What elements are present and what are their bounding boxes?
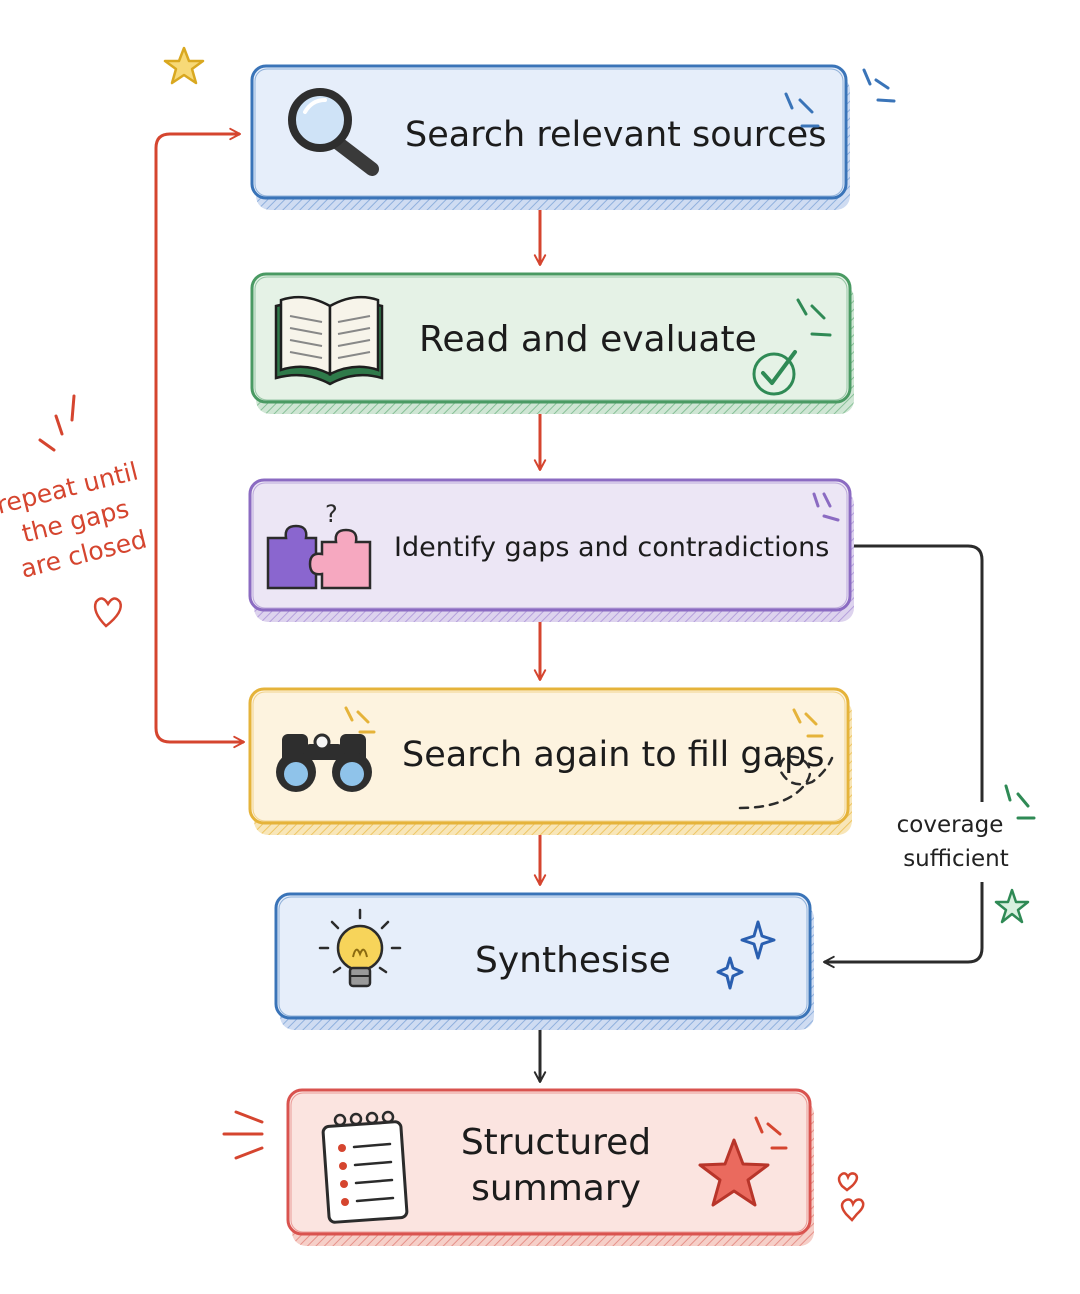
hearts-doodle-icon xyxy=(837,1172,865,1222)
step-synthesise: Synthesise xyxy=(274,892,814,1030)
step-read-and-evaluate: Read and evaluate xyxy=(250,272,854,414)
coverage-note-line2: sufficient xyxy=(903,846,1009,872)
magnifier-icon xyxy=(288,88,379,176)
step-synthesise-label: Synthesise xyxy=(475,940,671,981)
open-book-icon xyxy=(274,295,384,386)
loop-back-connector xyxy=(154,127,245,749)
accent-marks-icon xyxy=(754,1116,788,1150)
step-search-again-label: Search again to fill gaps xyxy=(402,735,825,775)
step-search-relevant-sources: Search relevant sources xyxy=(250,64,850,210)
step-structured-summary: Structured summary xyxy=(286,1088,814,1246)
coverage-connector xyxy=(823,544,984,969)
step-summary-label-line2: summary xyxy=(471,1168,641,1209)
step-identify-label: Identify gaps and contradictions xyxy=(394,532,829,563)
step-search-again: Search again to fill gaps xyxy=(248,687,852,835)
coverage-note-line1: coverage xyxy=(897,812,1004,838)
star-icon xyxy=(698,1138,770,1207)
accent-marks-icon xyxy=(784,92,820,128)
binoculars-icon xyxy=(276,733,372,792)
puzzle-pieces-icon: ? xyxy=(266,500,372,590)
svg-text:?: ? xyxy=(325,500,338,528)
dashed-trail-icon xyxy=(738,755,834,810)
motion-marks-icon xyxy=(222,1110,264,1160)
heart-doodle-icon xyxy=(93,597,122,628)
star-doodle-icon xyxy=(994,888,1030,924)
step-identify-gaps: ? Identify gaps and contradictions xyxy=(248,478,854,622)
accent-marks-icon xyxy=(1004,784,1036,820)
notepad-icon xyxy=(321,1110,409,1224)
accent-marks-icon xyxy=(796,298,832,337)
step-read-label: Read and evaluate xyxy=(419,319,757,360)
step-search-label: Search relevant sources xyxy=(405,115,826,155)
loop-note: repeat until the gaps are closed xyxy=(0,457,150,584)
loop-accent-marks-icon xyxy=(38,394,76,452)
sparkle-marks-icon xyxy=(862,68,896,103)
coverage-note-backdrop xyxy=(898,802,1016,882)
sparkle-icon xyxy=(716,920,776,990)
accent-marks-icon xyxy=(812,492,840,522)
step-summary-label-line1: Structured xyxy=(461,1122,651,1163)
star-doodle-icon xyxy=(163,46,205,85)
lightbulb-icon xyxy=(318,908,402,988)
accent-marks-icon xyxy=(344,706,824,738)
check-circle-icon xyxy=(752,350,797,396)
